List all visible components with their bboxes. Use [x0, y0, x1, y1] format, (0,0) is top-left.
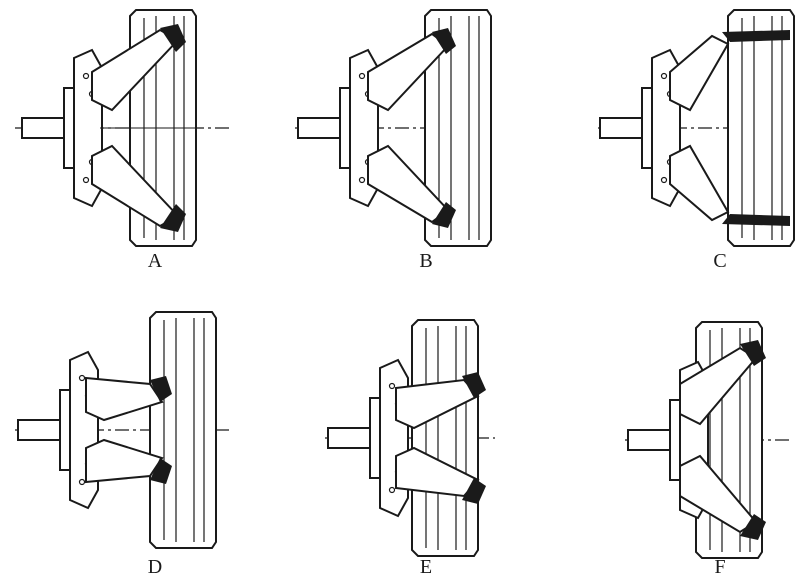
label-f: F: [714, 556, 726, 578]
label-d: D: [147, 556, 163, 578]
diagram-f: [625, 321, 790, 559]
label-b: B: [419, 250, 433, 272]
label-a: A: [147, 250, 163, 272]
diagram-b: [295, 9, 492, 247]
diagram-a: [15, 9, 230, 247]
label-e: E: [419, 556, 433, 578]
diagram-c: [598, 9, 795, 247]
diagram-d: [15, 311, 230, 549]
label-c: C: [713, 250, 727, 272]
diagram-e: [325, 319, 495, 557]
